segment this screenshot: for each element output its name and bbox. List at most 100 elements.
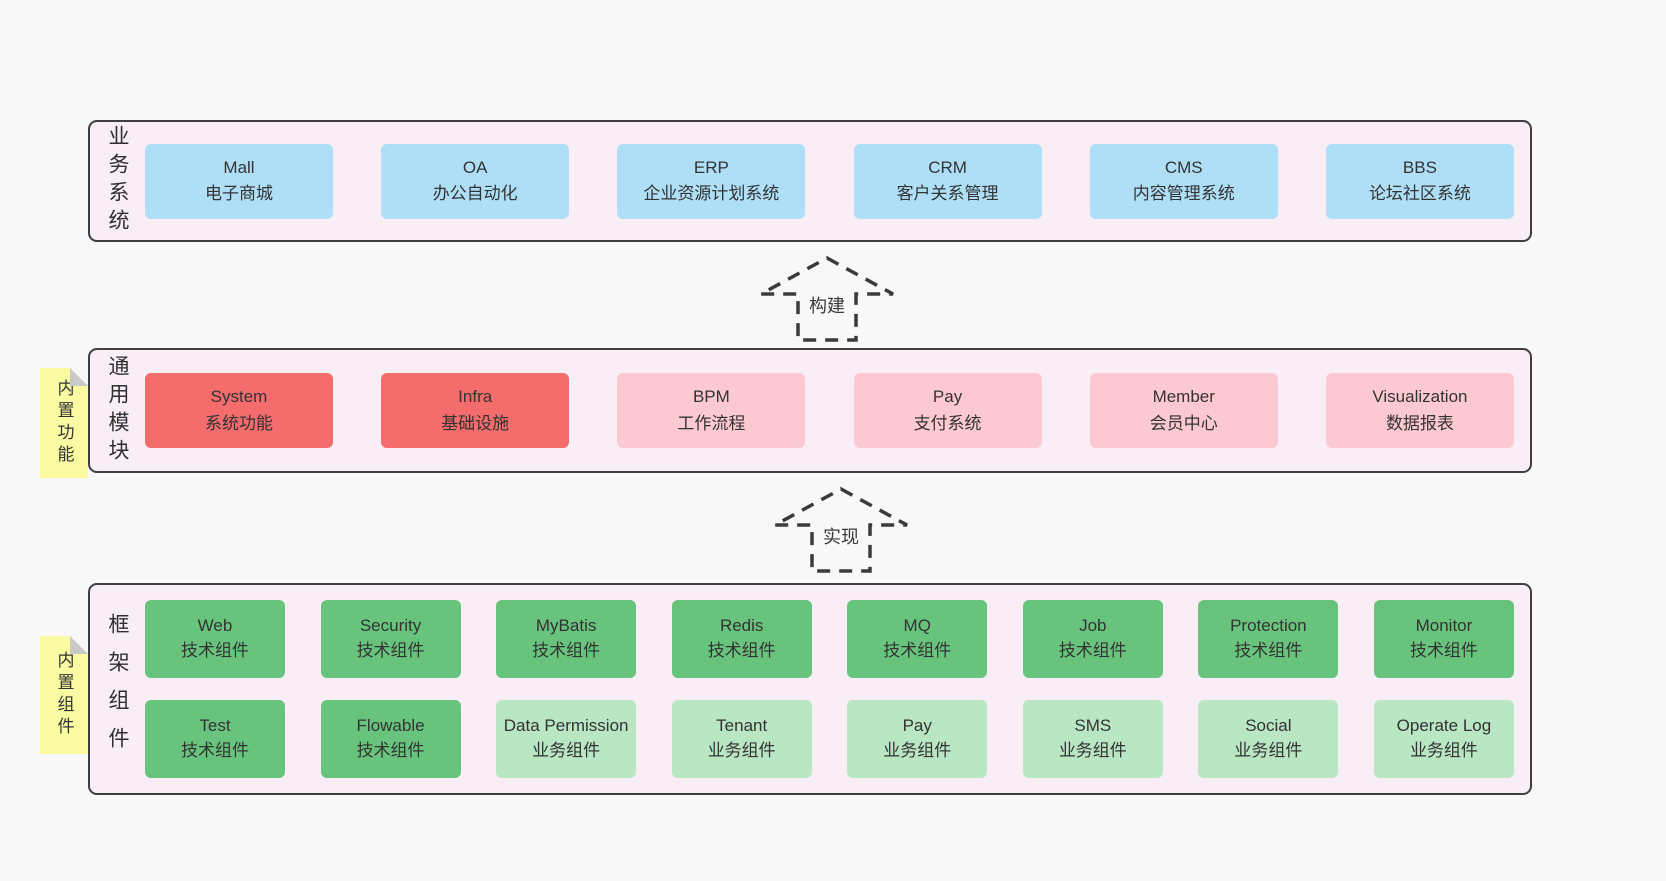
box-desc: 技术组件 <box>181 641 249 660</box>
note-fold-corner <box>70 368 88 386</box>
box-name: ERP <box>693 157 729 177</box>
box-infra: Infra 基础设施 <box>381 373 570 448</box>
box-desc: 业务组件 <box>1409 741 1478 760</box>
box-crm: CRM 客户关系管理 <box>853 143 1042 219</box>
box-member: Member 会员中心 <box>1089 373 1278 448</box>
box-flowable: Flowable 技术组件 <box>320 700 461 778</box>
box-data-permission: Data Permission 业务组件 <box>496 700 637 778</box>
box-sms: SMS 业务组件 <box>1022 700 1163 778</box>
box-name: BPM <box>692 387 730 407</box>
box-name: Data Permission <box>503 716 629 736</box>
box-desc: 业务组件 <box>1058 741 1127 760</box>
note-text: 内置组件 <box>54 651 74 739</box>
layer-label-text: 业务系统 <box>106 125 129 237</box>
box-desc: 企业资源计划系统 <box>643 184 780 203</box>
box-erp: ERP 企业资源计划系统 <box>617 143 806 219</box>
box-name: MyBatis <box>535 616 597 636</box>
note-text: 内置功能 <box>54 379 74 467</box>
box-name: Social <box>1245 716 1292 736</box>
box-name: Pay <box>902 716 932 736</box>
box-web: Web 技术组件 <box>145 600 285 678</box>
box-mq: MQ 技术组件 <box>847 600 988 678</box>
box-pay-business: Pay 业务组件 <box>847 700 988 778</box>
box-desc: 技术组件 <box>707 641 776 660</box>
box-desc: 业务组件 <box>883 741 952 760</box>
arrow-build: 构建 <box>758 255 896 343</box>
arrow-implement: 实现 <box>772 486 910 574</box>
box-desc: 技术组件 <box>883 641 952 660</box>
layer-label-framework-components: 框架组件 <box>90 585 145 793</box>
box-name: SMS <box>1074 716 1112 736</box>
layer-business-systems: 业务系统 Mall 电子商城 OA 办公自动化 ERP 企业资源计划系统 CRM… <box>88 120 1532 242</box>
box-name: Visualization <box>1372 387 1468 407</box>
box-name: Pay <box>932 387 963 407</box>
box-operate-log: Operate Log 业务组件 <box>1373 700 1514 778</box>
box-name: MQ <box>903 616 931 636</box>
note-fold-corner <box>70 636 88 654</box>
box-desc: 客户关系管理 <box>896 184 999 203</box>
box-desc: 业务组件 <box>707 741 776 760</box>
box-name: Redis <box>719 616 764 636</box>
box-name: CRM <box>928 157 967 177</box>
box-name: Test <box>199 716 231 736</box>
box-bbs: BBS 论坛社区系统 <box>1325 143 1514 219</box>
box-desc: 论坛社区系统 <box>1368 184 1471 203</box>
box-desc: 会员中心 <box>1149 413 1218 433</box>
box-name: Security <box>359 616 422 636</box>
layer-common-modules: 通用模块 System 系统功能 Infra 基础设施 BPM 工作流程 Pay… <box>88 348 1532 473</box>
box-oa: OA 办公自动化 <box>381 143 570 219</box>
arrow-up-icon <box>760 256 894 342</box>
box-desc: 技术组件 <box>356 641 425 660</box>
box-desc: 技术组件 <box>181 741 249 760</box>
box-job: Job 技术组件 <box>1022 600 1163 678</box>
box-name: System <box>210 387 268 407</box>
box-desc: 技术组件 <box>356 741 425 760</box>
box-desc: 电子商城 <box>205 184 273 203</box>
box-test: Test 技术组件 <box>145 700 285 778</box>
box-mybatis: MyBatis 技术组件 <box>496 600 637 678</box>
box-name: Web <box>197 616 233 636</box>
box-name: Operate Log <box>1396 716 1492 736</box>
components-grid: Web 技术组件 Security 技术组件 MyBatis 技术组件 Redi… <box>145 585 1530 793</box>
box-social: Social 业务组件 <box>1198 700 1339 778</box>
arrow-up-icon <box>774 487 908 573</box>
box-visualization: Visualization 数据报表 <box>1325 373 1514 448</box>
arrow-label: 实现 <box>819 522 863 550</box>
box-desc: 基础设施 <box>441 413 510 433</box>
box-name: Protection <box>1230 616 1307 636</box>
box-name: Monitor <box>1415 616 1473 636</box>
box-desc: 内容管理系统 <box>1132 184 1235 203</box>
layer-framework-components: 框架组件 Web 技术组件 Security 技术组件 MyBatis 技术组件… <box>88 583 1532 795</box>
layer-label-text: 框架组件 <box>106 613 129 765</box>
box-monitor: Monitor 技术组件 <box>1373 600 1514 678</box>
box-name: Job <box>1079 616 1107 636</box>
box-desc: 支付系统 <box>913 413 982 433</box>
box-system: System 系统功能 <box>145 373 333 448</box>
box-protection: Protection 技术组件 <box>1198 600 1339 678</box>
box-bpm: BPM 工作流程 <box>617 373 806 448</box>
layer-label-business-systems: 业务系统 <box>90 122 145 240</box>
box-name: Flowable <box>356 716 425 736</box>
box-desc: 技术组件 <box>1234 641 1303 660</box>
box-desc: 技术组件 <box>1409 641 1478 660</box>
business-boxes-row: Mall 电子商城 OA 办公自动化 ERP 企业资源计划系统 CRM 客户关系… <box>145 122 1530 240</box>
box-mall: Mall 电子商城 <box>145 143 333 219</box>
box-name: Mall <box>223 157 255 177</box>
box-desc: 办公自动化 <box>432 184 518 203</box>
box-name: Infra <box>458 387 493 407</box>
box-redis: Redis 技术组件 <box>671 600 812 678</box>
box-security: Security 技术组件 <box>320 600 461 678</box>
box-pay: Pay 支付系统 <box>853 373 1042 448</box>
box-desc: 业务组件 <box>532 741 601 760</box>
box-name: BBS <box>1402 157 1437 177</box>
arrow-label: 构建 <box>805 291 849 319</box>
box-name: Tenant <box>716 716 768 736</box>
layer-label-text: 通用模块 <box>106 354 129 467</box>
box-name: OA <box>462 157 488 177</box>
box-desc: 数据报表 <box>1385 413 1454 433</box>
components-row-1: Web 技术组件 Security 技术组件 MyBatis 技术组件 Redi… <box>145 600 1514 678</box>
box-desc: 业务组件 <box>1234 741 1303 760</box>
components-row-2: Test 技术组件 Flowable 技术组件 Data Permission … <box>145 700 1514 778</box>
box-desc: 系统功能 <box>205 413 273 433</box>
